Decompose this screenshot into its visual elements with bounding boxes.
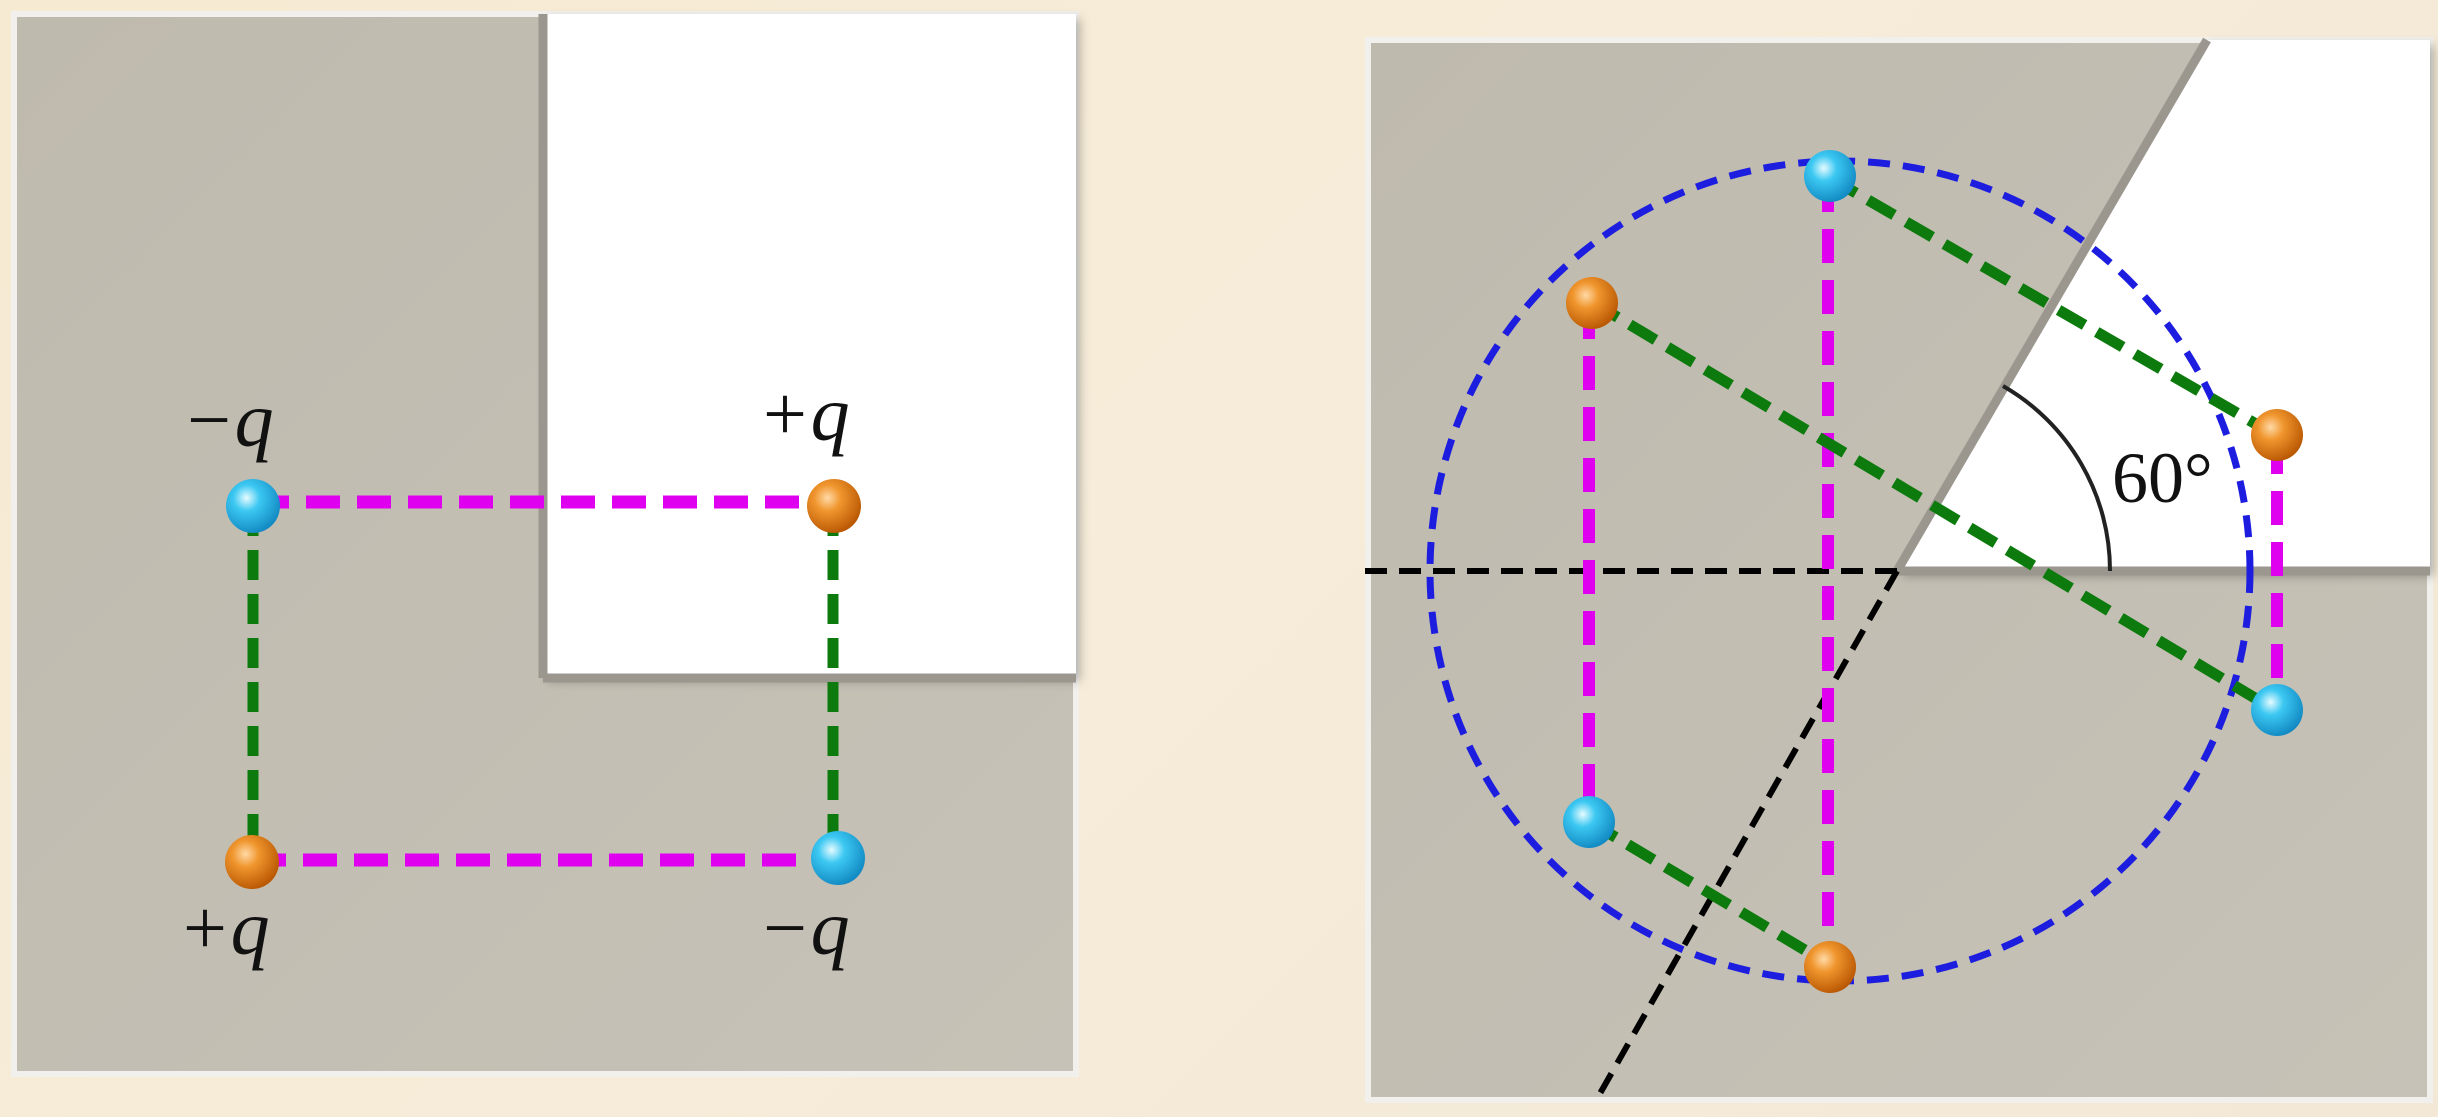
left-charge-bottom-right bbox=[811, 831, 865, 885]
right-charge-c1 bbox=[1804, 150, 1856, 202]
right-charge-c6 bbox=[1804, 941, 1856, 993]
left-label-bottom-right: −q bbox=[758, 884, 850, 971]
left-panel: −q +q +q −q bbox=[11, 11, 1079, 1077]
left-charge-top-right bbox=[807, 479, 861, 533]
right-charge-c4 bbox=[2251, 684, 2303, 736]
left-open-region bbox=[543, 14, 1076, 676]
right-charge-c5 bbox=[1563, 796, 1615, 848]
right-green-link-2 bbox=[1589, 297, 2278, 715]
left-label-top-left: −q bbox=[182, 376, 274, 463]
right-angle-arc bbox=[2002, 384, 2113, 572]
left-charge-top-left bbox=[226, 479, 280, 533]
right-panel: 60° bbox=[1365, 37, 2433, 1103]
right-green-link-3 bbox=[1587, 817, 1833, 970]
left-charge-bottom-left bbox=[225, 835, 279, 889]
left-label-top-right: +q bbox=[758, 370, 850, 457]
right-slanted-edge bbox=[1893, 37, 2211, 574]
right-charge-c3 bbox=[2251, 409, 2303, 461]
left-label-bottom-left: +q bbox=[178, 884, 270, 971]
right-angle-label: 60° bbox=[2112, 438, 2213, 518]
right-charge-c2 bbox=[1566, 277, 1618, 329]
